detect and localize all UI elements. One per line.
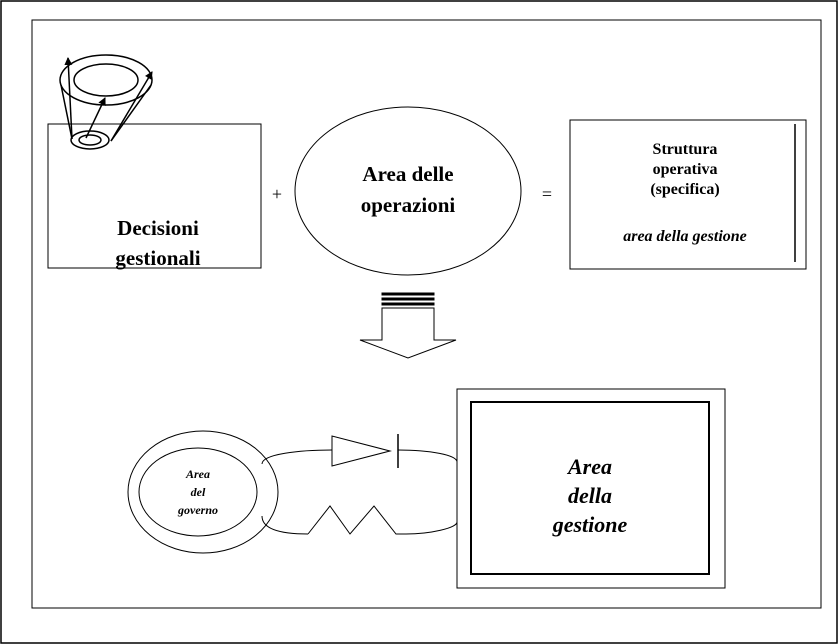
operations-ellipse: Area delle operazioni [294, 106, 522, 276]
management-label-line1: Area [566, 454, 612, 479]
governance-circle: Area del governo [127, 430, 279, 554]
operations-label-line1: Area delle [362, 162, 453, 186]
management-label-line3: gestione [552, 512, 628, 537]
management-label-line2: della [568, 483, 612, 508]
governance-label-line1: Area [185, 467, 210, 481]
governance-label-line2: del [191, 485, 206, 499]
structure-label-line2: operativa [653, 161, 718, 178]
management-box: Area della gestione [456, 388, 726, 589]
inner-frame [31, 19, 822, 609]
plus-sign: + [272, 184, 282, 204]
equals-sign: = [542, 184, 552, 204]
governance-label-line3: governo [177, 503, 218, 517]
operations-label-line2: operazioni [361, 193, 456, 217]
funnel-icon [59, 54, 153, 150]
diode-connector [261, 434, 458, 468]
structure-subtitle: area della gestione [623, 228, 747, 245]
decisions-label-line2: gestionali [115, 246, 200, 270]
structure-label-line3: (specifica) [650, 181, 719, 198]
structure-label-line1: Struttura [653, 141, 718, 158]
decisions-label-line1: Decisioni [117, 216, 199, 240]
structure-box: Struttura operativa (specifica) area del… [569, 119, 807, 270]
decisions-box: Decisioni gestionali [47, 123, 262, 270]
resistor-connector [261, 505, 458, 535]
down-arrow-icon [359, 292, 457, 359]
